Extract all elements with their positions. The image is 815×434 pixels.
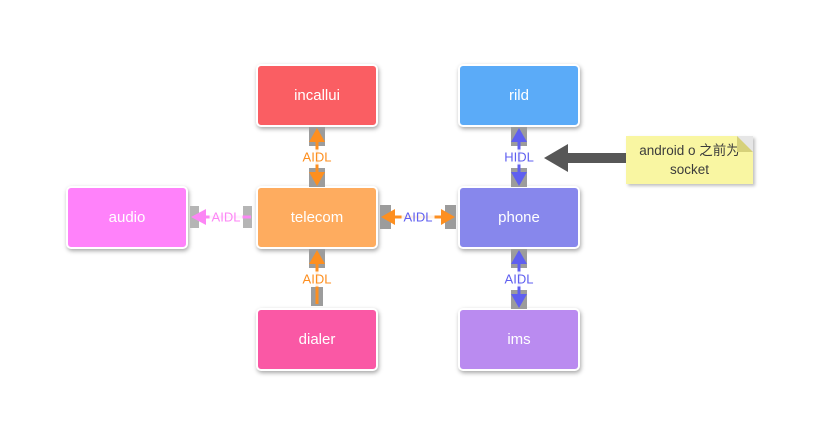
edge-label-incallui-telecom: AIDL — [300, 149, 334, 165]
node-dialer: dialer — [256, 308, 378, 371]
sticky-note: android o 之前为 socket — [626, 136, 753, 184]
node-incallui-label: incallui — [294, 87, 340, 104]
node-rild: rild — [458, 64, 580, 127]
edge-label-phone-ims: AIDL — [502, 271, 536, 287]
edge-phone-ims-arrow — [511, 249, 527, 309]
node-telecom: telecom — [256, 186, 378, 249]
edge-label-dialer-telecom: AIDL — [300, 271, 334, 287]
node-dialer-label: dialer — [298, 331, 336, 348]
note-pointer-arrow — [544, 144, 626, 172]
edge-label-rild-phone: HIDL — [502, 149, 536, 165]
node-audio: audio — [66, 186, 188, 249]
node-rild-label: rild — [508, 87, 529, 104]
edge-label-telecom-audio: AIDL — [209, 209, 243, 225]
edge-incallui-telecom-arrow — [309, 127, 325, 187]
sticky-note-text: android o 之前为 socket — [639, 143, 740, 177]
node-ims: ims — [458, 308, 580, 371]
node-telecom-label: telecom — [290, 209, 344, 226]
node-phone: phone — [458, 186, 580, 249]
node-incallui: incallui — [256, 64, 378, 127]
node-phone-label: phone — [498, 209, 540, 226]
node-audio-label: audio — [108, 209, 146, 226]
edge-label-telecom-phone: AIDL — [401, 209, 435, 225]
node-ims-label: ims — [507, 331, 531, 348]
